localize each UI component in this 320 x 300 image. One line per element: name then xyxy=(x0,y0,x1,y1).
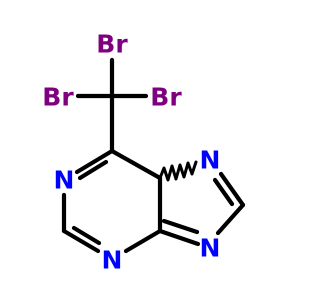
atom-n9: N xyxy=(200,234,221,263)
atom-n3: N xyxy=(102,246,123,275)
bonds xyxy=(61,57,246,254)
bond-c8-n7-double xyxy=(212,177,235,207)
atom-labels: Br Br Br N N N N xyxy=(42,30,220,275)
bond-c8-n7 xyxy=(218,171,246,208)
bond-c5-c6 xyxy=(109,148,163,181)
bond-c6-n1 xyxy=(74,148,115,175)
molecule-structure: Br Br Br N N N N xyxy=(42,30,246,275)
bond-c2-n3 xyxy=(61,228,101,254)
bond-c5-n7-wavy xyxy=(158,160,198,182)
bond-n3-c4 xyxy=(123,228,163,254)
atom-n1: N xyxy=(54,166,75,195)
bond-c6-n1-double xyxy=(77,159,109,181)
bond-c2-n3-double xyxy=(71,225,102,246)
bond-n9-c8 xyxy=(215,202,246,236)
atom-n7: N xyxy=(200,146,221,175)
bond-c4-n9-double xyxy=(161,218,200,235)
atom-br-right: Br xyxy=(150,83,182,112)
bond-c4-n9 xyxy=(157,228,201,247)
atom-br-top: Br xyxy=(96,30,128,59)
atom-br-left: Br xyxy=(42,83,74,112)
